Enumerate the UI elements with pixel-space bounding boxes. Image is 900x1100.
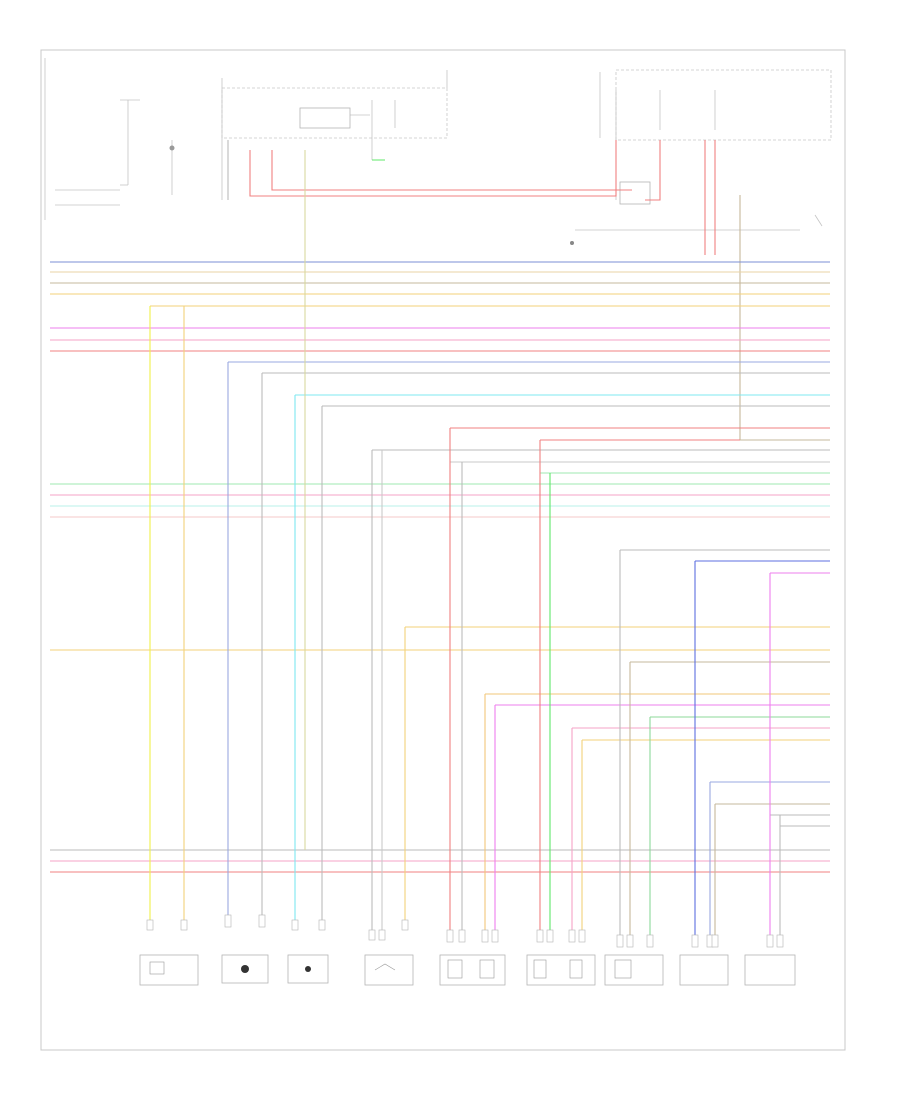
- solenoid-icon: [533, 959, 547, 979]
- sensor-dot-icon: [241, 965, 249, 973]
- sensor-dot-icon: [305, 966, 311, 972]
- component-9: [744, 954, 796, 986]
- component-6: [526, 954, 596, 986]
- solenoid-icon: [569, 959, 583, 979]
- drop-wires: [149, 200, 781, 935]
- component-8: [679, 954, 729, 986]
- connector-dot-icon: [570, 241, 574, 245]
- solenoid-icon: [479, 959, 495, 979]
- top-control-module: [221, 70, 448, 200]
- component-4: [364, 954, 414, 986]
- relay-icon: [149, 961, 165, 975]
- switch-icon: [374, 963, 396, 971]
- solenoid-icon: [614, 959, 632, 979]
- component-5: [439, 954, 506, 986]
- diagram-frame: [40, 49, 846, 1051]
- ground-point-icon: [169, 145, 175, 151]
- top-left-switch-group: [44, 58, 175, 220]
- component-1: [139, 954, 199, 986]
- component-2: [221, 954, 269, 984]
- bottom-components: [139, 954, 796, 986]
- component-7: [604, 954, 664, 986]
- connector-pins: [146, 914, 784, 948]
- bus-wires: [50, 261, 830, 873]
- solenoid-icon: [447, 959, 463, 979]
- top-right-module: [570, 69, 832, 245]
- component-3: [287, 954, 329, 984]
